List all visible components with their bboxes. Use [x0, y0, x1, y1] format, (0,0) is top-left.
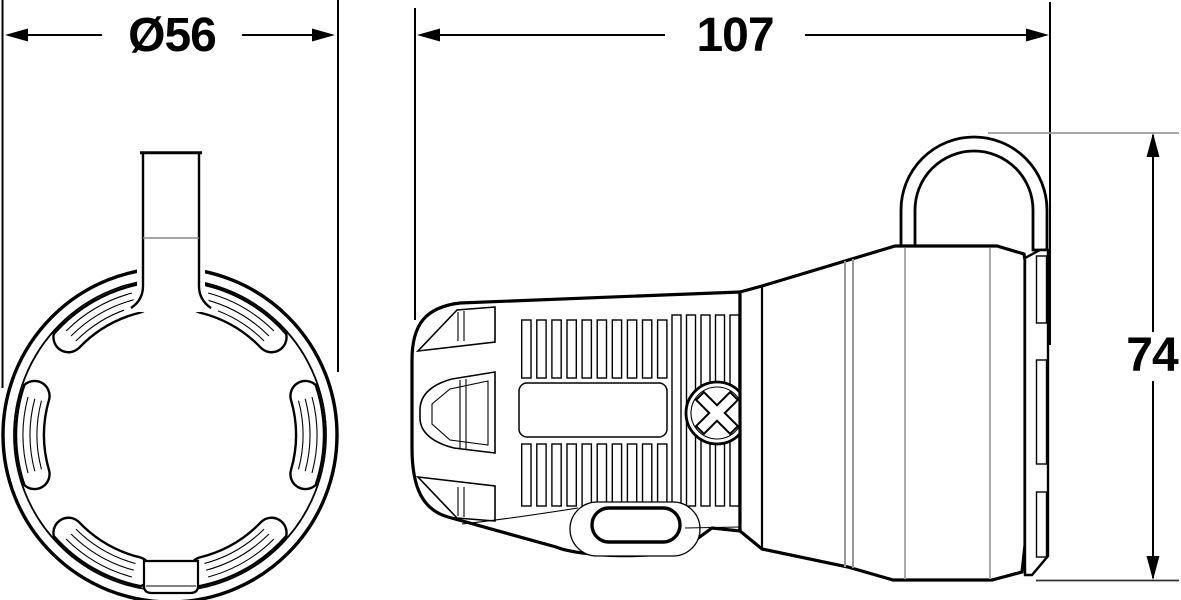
- phillips-cross-icon: [694, 390, 740, 436]
- socket-bell: [738, 244, 1027, 582]
- dimension-label-diameter: Ø56: [102, 11, 242, 61]
- hanging-hole: [461, 501, 741, 557]
- grip-slot-right: [289, 379, 326, 491]
- carrying-loop: [899, 135, 1049, 252]
- dimension-label-length: 107: [665, 11, 805, 61]
- side-view: [410, 135, 1050, 582]
- arrowhead-right-icon: [1026, 28, 1049, 42]
- arrowhead-right-icon: [312, 28, 335, 42]
- phillips-screw: [684, 380, 750, 446]
- arrowhead-left-icon: [5, 28, 28, 42]
- label-plate: [518, 382, 668, 438]
- bottom-tab: [142, 559, 200, 595]
- grip-slot-left: [14, 379, 51, 491]
- dimension-label-height: 74: [1113, 331, 1181, 381]
- front-view: [1, 151, 339, 600]
- dimension-length: [414, 2, 1051, 345]
- arrowhead-down-icon: [1146, 556, 1160, 580]
- socket-face-plate: [1023, 248, 1050, 577]
- arrowhead-up-icon: [1146, 133, 1160, 157]
- cable-end-facets: [415, 306, 496, 522]
- hanging-strap: [124, 151, 218, 312]
- arrowhead-left-icon: [417, 28, 440, 42]
- bell-contour-lines: [844, 248, 991, 579]
